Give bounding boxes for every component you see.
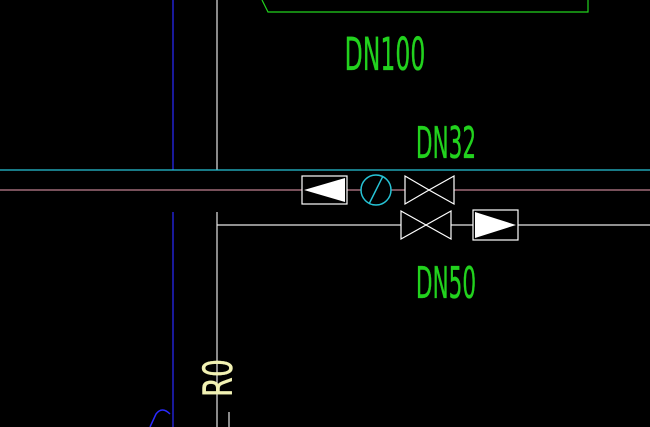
label-riser: R0	[196, 359, 242, 397]
blue-pipe-hook	[149, 409, 171, 427]
pump-icon	[360, 174, 392, 206]
flow-arrow-left-icon	[301, 175, 348, 205]
label-dn50: DN50	[416, 259, 476, 310]
room-outline	[261, 0, 589, 13]
gate-valve-icon	[404, 174, 455, 206]
flow-arrow-right-icon	[472, 209, 519, 241]
label-dn32: DN32	[416, 119, 476, 170]
gate-valve-icon	[400, 209, 452, 241]
label-dn100: DN100	[345, 27, 426, 81]
